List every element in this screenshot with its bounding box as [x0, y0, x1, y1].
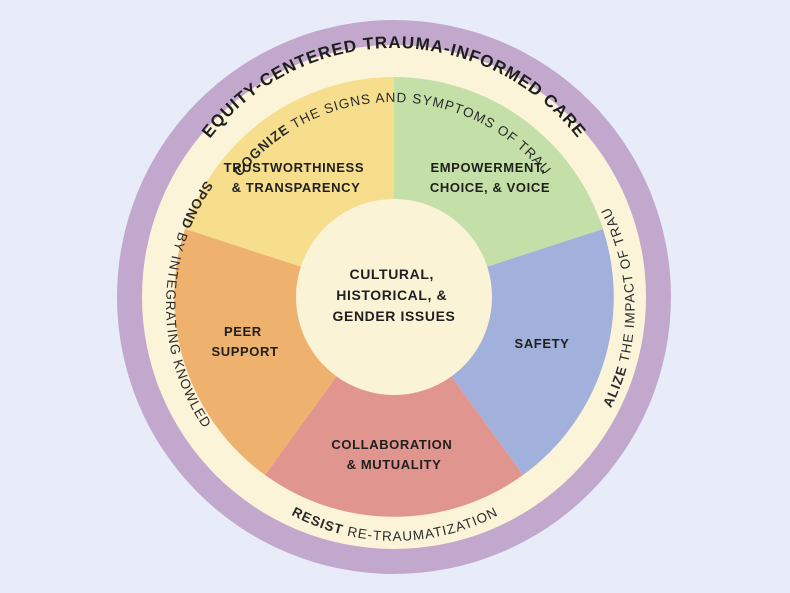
- label-collaboration: COLLABORATION & MUTUALITY: [331, 437, 456, 472]
- segment-collaboration-mutuality: [265, 297, 523, 517]
- label-trustworthiness: TRUSTWORTHINESS & TRANSPARENCY: [224, 160, 369, 195]
- center-label: CULTURAL, HISTORICAL, & GENDER ISSUES: [333, 266, 456, 324]
- center-circle: [296, 199, 492, 395]
- label-safety: SAFETY: [515, 336, 570, 351]
- label-peer-support: PEER SUPPORT: [211, 324, 278, 359]
- ring-respond: RESPOND BY INTEGRATING KNOWLEDGE: [0, 0, 216, 431]
- label-empowerment: EMPOWERMENT, CHOICE, & VOICE: [430, 160, 550, 195]
